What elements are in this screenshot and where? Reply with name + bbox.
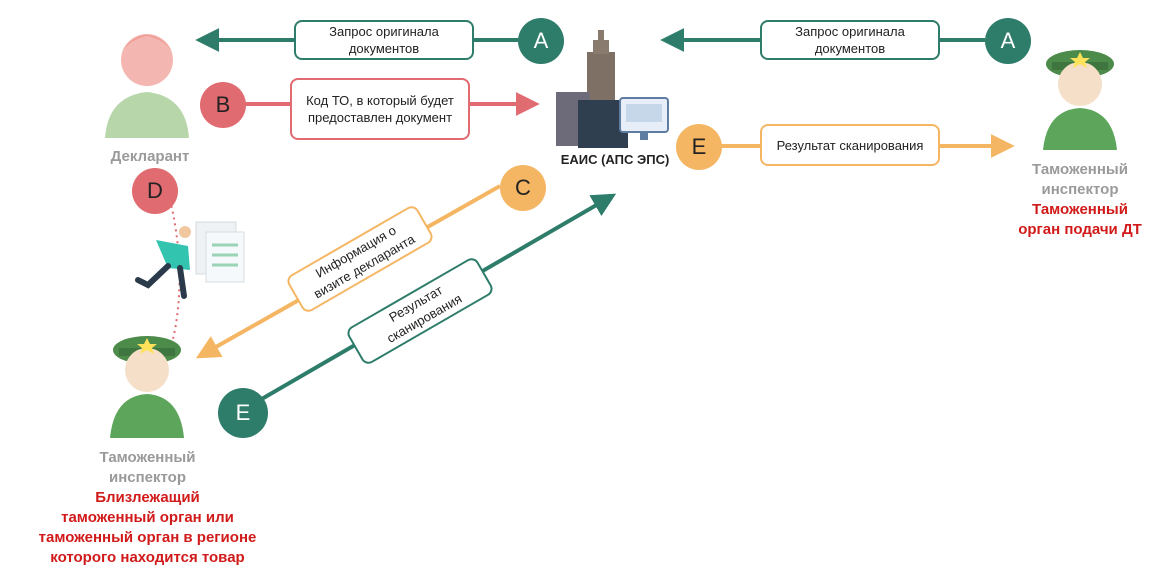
declarant-label: Декларант <box>110 148 190 165</box>
inspector-nearby-organization-3: таможенный орган в регионе <box>38 529 257 546</box>
inspector-nearby-role: Таможенный инспектор <box>99 449 196 486</box>
inspector-nearby-caption: Таможенный инспектор Близлежащий таможен… <box>20 448 275 568</box>
inspector-dt-organization: Таможенный орган подачи ДТ <box>1018 201 1142 238</box>
label-request-originals-right: Запрос оригинала документов <box>760 20 940 60</box>
label-scan-result-right: Результат сканирования <box>760 124 940 166</box>
marker-c: C <box>500 165 546 211</box>
marker-e-top: E <box>676 124 722 170</box>
label-request-originals-left: Запрос оригинала документов <box>294 20 474 60</box>
inspector-dt-caption: Таможенный инспектор Таможенный орган по… <box>1010 160 1150 240</box>
marker-d: D <box>132 168 178 214</box>
inspector-dt-icon <box>1043 50 1117 150</box>
marker-a-left: A <box>518 18 564 64</box>
inspector-nearby-organization-2: таможенный орган или <box>61 509 234 526</box>
inspector-dt-role: Таможенный инспектор <box>1032 161 1128 198</box>
marker-b: B <box>200 82 246 128</box>
declarant-icon <box>105 34 189 138</box>
running-person-documents-icon <box>135 221 245 299</box>
inspector-nearby-organization-4: которого находится товар <box>50 549 245 566</box>
inspector-nearby-organization-1: Близлежащий <box>95 489 200 506</box>
eais-label: ЕАИС (АПС ЭПС) <box>560 152 670 167</box>
label-to-code: Код ТО, в который будет предоставлен док… <box>290 78 470 140</box>
marker-a-right: A <box>985 18 1031 64</box>
inspector-nearby-icon <box>110 336 184 438</box>
eais-building-icon <box>556 30 669 148</box>
marker-e-bottom: E <box>218 388 268 438</box>
